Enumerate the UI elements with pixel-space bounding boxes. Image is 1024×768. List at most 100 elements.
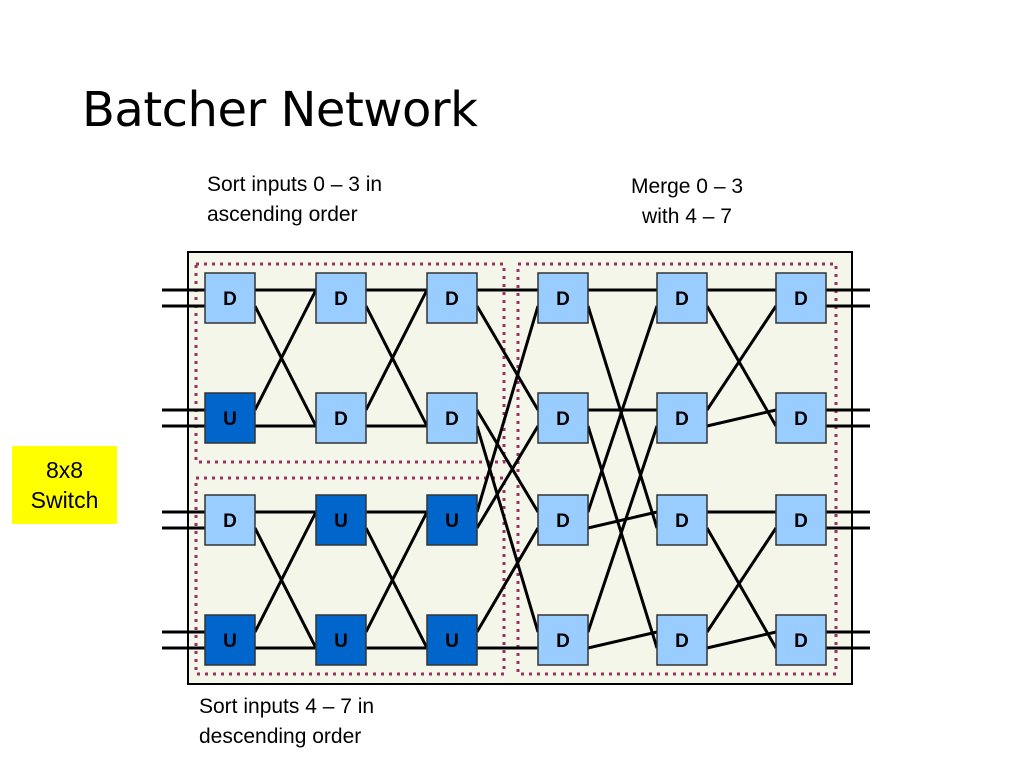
connection-wire xyxy=(475,527,540,633)
network-panel xyxy=(187,251,853,685)
comparator-rect xyxy=(537,392,589,444)
comparator-rect xyxy=(426,494,478,546)
connection-wire xyxy=(705,305,778,411)
comparator-up-box: U xyxy=(315,614,367,666)
sort-top-region xyxy=(194,262,506,464)
comparator-up-box: U xyxy=(204,392,256,444)
comparator-label: D xyxy=(334,409,348,430)
connection-wire xyxy=(587,630,658,650)
connection-wire xyxy=(364,527,429,649)
switch-label: 8x8 Switch xyxy=(12,446,117,524)
comparator-down-box: D xyxy=(426,272,478,324)
comparator-label: D xyxy=(556,409,570,430)
connection-wire xyxy=(364,511,429,633)
comparator-label: D xyxy=(794,631,808,652)
comparator-down-box: D xyxy=(426,392,478,444)
comparator-rect xyxy=(656,272,708,324)
sort-top-annotation: Sort inputs 0 – 3 in ascending order xyxy=(207,173,383,226)
comparator-rect xyxy=(315,494,367,546)
page-title: Batcher Network xyxy=(82,82,478,138)
comparator-label: D xyxy=(556,631,570,652)
merge-annotation: Merge 0 – 3 with 4 – 7 xyxy=(630,175,744,228)
comparator-rect xyxy=(315,392,367,444)
comparator-down-box: D xyxy=(537,494,589,546)
comparator-label: D xyxy=(794,511,808,532)
connection-wire xyxy=(586,305,659,529)
comparator-rect xyxy=(775,494,827,546)
connection-wire xyxy=(253,305,318,427)
comparator-label: U xyxy=(445,511,459,532)
comparator-rect xyxy=(315,272,367,324)
comparator-label: D xyxy=(794,409,808,430)
comparator-label: U xyxy=(445,631,459,652)
connection-wire xyxy=(705,527,778,633)
comparator-down-box: D xyxy=(315,392,367,444)
connection-wire xyxy=(475,305,540,513)
comparator-rect xyxy=(204,272,256,324)
comparator-down-box: D xyxy=(775,614,827,666)
comparator-rect xyxy=(426,272,478,324)
connection-wire xyxy=(253,511,318,633)
comparator-label: U xyxy=(334,511,348,532)
comparator-label: D xyxy=(334,289,348,310)
connection-wire xyxy=(586,425,659,649)
sort-bottom-annotation: Sort inputs 4 – 7 in descending order xyxy=(199,695,375,748)
comparator-rect xyxy=(426,392,478,444)
comparator-down-box: D xyxy=(656,494,708,546)
connection-wire xyxy=(475,409,540,513)
connection-wire xyxy=(475,425,540,633)
comparator-label: D xyxy=(556,289,570,310)
comparator-up-box: U xyxy=(315,494,367,546)
connection-wire xyxy=(705,305,778,427)
comparator-label: D xyxy=(445,409,459,430)
comparator-rect xyxy=(775,392,827,444)
comparator-label: D xyxy=(675,631,689,652)
connection-wire xyxy=(253,289,318,411)
comparator-label: U xyxy=(334,631,348,652)
comparator-down-box: D xyxy=(775,494,827,546)
comparator-label: D xyxy=(675,409,689,430)
comparator-rect xyxy=(204,392,256,444)
comparator-label: U xyxy=(223,409,237,430)
comparator-label: D xyxy=(675,511,689,532)
comparator-rect xyxy=(204,494,256,546)
comparator-rect xyxy=(656,392,708,444)
comparator-down-box: D xyxy=(204,272,256,324)
comparator-down-box: D xyxy=(537,392,589,444)
merge-region xyxy=(516,262,838,676)
comparator-up-box: U xyxy=(426,614,478,666)
sort-bottom-region xyxy=(194,476,506,676)
comparator-rect xyxy=(426,614,478,666)
connection-wire xyxy=(706,408,777,428)
comparator-rect xyxy=(656,614,708,666)
comparator-rect xyxy=(204,614,256,666)
connection-wire xyxy=(364,305,429,427)
comparator-down-box: D xyxy=(775,392,827,444)
connection-wire xyxy=(587,510,658,530)
comparator-rect xyxy=(775,272,827,324)
connection-wire xyxy=(253,527,318,649)
comparator-label: D xyxy=(794,289,808,310)
comparator-up-box: U xyxy=(426,494,478,546)
comparator-label: D xyxy=(223,511,237,532)
comparator-rect xyxy=(537,614,589,666)
comparator-rect xyxy=(656,494,708,546)
comparator-up-box: U xyxy=(204,614,256,666)
comparator-down-box: D xyxy=(537,272,589,324)
comparator-down-box: D xyxy=(656,392,708,444)
comparator-down-box: D xyxy=(315,272,367,324)
comparator-rect xyxy=(537,272,589,324)
connection-wire xyxy=(364,289,429,411)
comparator-down-box: D xyxy=(775,272,827,324)
comparator-rect xyxy=(537,494,589,546)
comparator-label: U xyxy=(223,631,237,652)
connection-wire xyxy=(475,425,540,529)
connection-wire xyxy=(705,527,778,649)
comparator-rect xyxy=(775,614,827,666)
comparator-label: D xyxy=(223,289,237,310)
comparator-rect xyxy=(315,614,367,666)
wires-layer xyxy=(162,288,870,650)
connection-wire xyxy=(706,630,777,650)
